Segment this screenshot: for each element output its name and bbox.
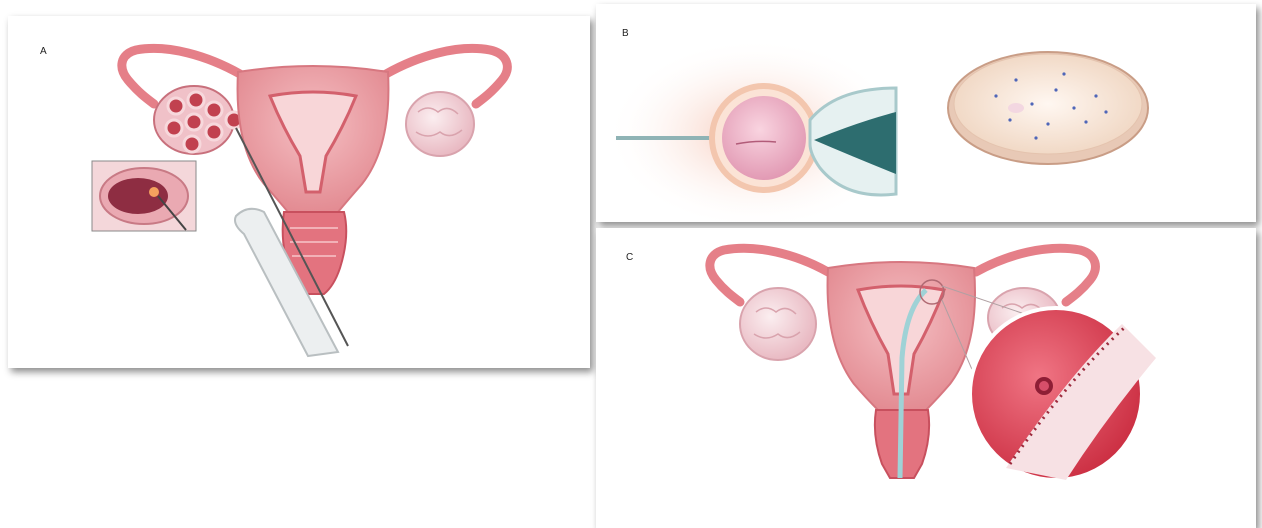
panel-a: A: [8, 16, 590, 368]
embryo-transfer-illustration: [596, 228, 1256, 528]
panel-c: C: [596, 228, 1256, 528]
left-ovary-icon: [740, 288, 816, 360]
petri-dish-icon: [948, 52, 1148, 164]
fertilization-illustration: [596, 4, 1256, 222]
panel-b: B: [596, 4, 1256, 222]
endometrium-inset-icon: [970, 308, 1156, 480]
left-ovary-follicles-icon: [154, 86, 242, 154]
uterus-retrieval-illustration: [8, 16, 590, 368]
follicle-inset-icon: [92, 161, 196, 231]
right-ovary-icon: [406, 92, 474, 156]
